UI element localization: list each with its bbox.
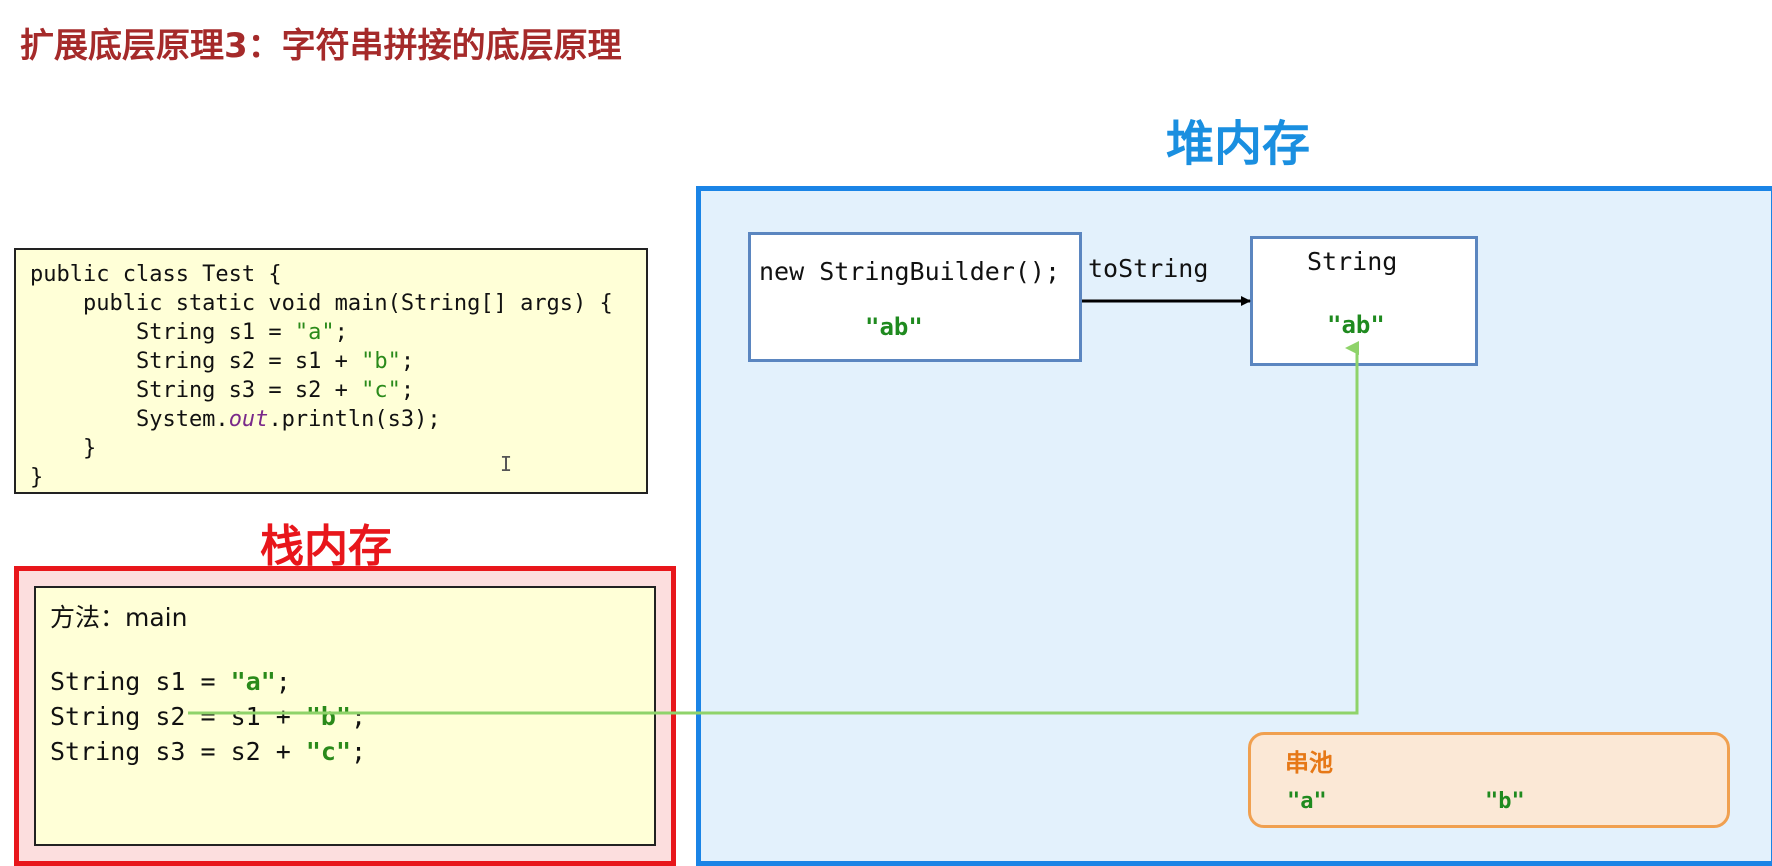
string-pool: 串池 "a" "b" xyxy=(1248,732,1730,828)
code-token: "c" xyxy=(361,378,401,403)
frame-code-line: String s1 = "a"; xyxy=(50,664,654,699)
string-object-type: String xyxy=(1307,247,1398,276)
code-token: String s3 = s2 + xyxy=(30,378,362,403)
code-token: String s3 = s2 + xyxy=(50,737,306,766)
heap-memory-label: 堆内存 xyxy=(1166,116,1311,172)
code-token: "b" xyxy=(305,702,352,731)
code-line: System.out.println(s3); xyxy=(30,405,646,434)
code-token: public class Test { xyxy=(30,262,282,287)
stringbuilder-text: new StringBuilder(); xyxy=(759,257,1061,286)
frame-title: 方法：main xyxy=(50,603,188,632)
string-pool-label: 串池 xyxy=(1285,749,1333,777)
string-object-value: "ab" xyxy=(1327,311,1385,339)
stack-memory-label: 栈内存 xyxy=(260,521,392,572)
code-token: String s2 = s1 + xyxy=(30,349,362,374)
code-token: "a" xyxy=(294,320,335,345)
code-token: ; xyxy=(334,320,348,345)
code-token: } xyxy=(30,436,97,461)
code-token: "c" xyxy=(305,737,352,766)
code-line: String s1 = "a"; xyxy=(30,318,646,347)
pool-item-b: "b" xyxy=(1485,789,1525,814)
code-token: "a" xyxy=(230,667,276,696)
string-object: String "ab" xyxy=(1250,236,1478,366)
tostring-arrow-label: toString xyxy=(1088,254,1209,283)
frame-code-line: String s3 = s2 + "c"; xyxy=(50,734,654,769)
pool-item-a: "a" xyxy=(1287,789,1327,814)
code-token: String s2 = s1 + xyxy=(50,702,306,731)
code-line: String s3 = s2 + "c"; xyxy=(30,376,646,405)
code-token: ; xyxy=(400,349,415,374)
code-line: public static void main(String[] args) { xyxy=(30,289,646,318)
frame-code-line: String s2 = s1 + "b"; xyxy=(50,699,654,734)
code-token: String s1 = xyxy=(30,320,295,345)
code-token: .println(s3); xyxy=(268,407,441,432)
code-token: ; xyxy=(275,667,291,696)
text-cursor-icon: I xyxy=(500,452,513,476)
code-line: String s2 = s1 + "b"; xyxy=(30,347,646,376)
code-token: public static void main(String[] args) { xyxy=(30,291,613,316)
code-line: } xyxy=(30,434,646,463)
code-token: ; xyxy=(400,378,415,403)
code-token: out xyxy=(228,407,269,432)
stringbuilder-object: new StringBuilder(); "ab" xyxy=(748,232,1082,362)
main-method-frame: 方法：main String s1 = "a";String s2 = s1 +… xyxy=(34,586,656,846)
code-token: String s1 = xyxy=(50,667,231,696)
code-token: ; xyxy=(351,702,367,731)
stringbuilder-value: "ab" xyxy=(865,313,923,341)
code-token: ; xyxy=(351,737,367,766)
code-token: "b" xyxy=(361,349,401,374)
code-token: } xyxy=(30,465,44,490)
code-line: } xyxy=(30,463,646,492)
code-snippet: public class Test { public static void m… xyxy=(14,248,648,494)
code-token: System. xyxy=(30,407,229,432)
code-line: public class Test { xyxy=(30,260,646,289)
page-title: 扩展底层原理3：字符串拼接的底层原理 xyxy=(20,26,622,66)
